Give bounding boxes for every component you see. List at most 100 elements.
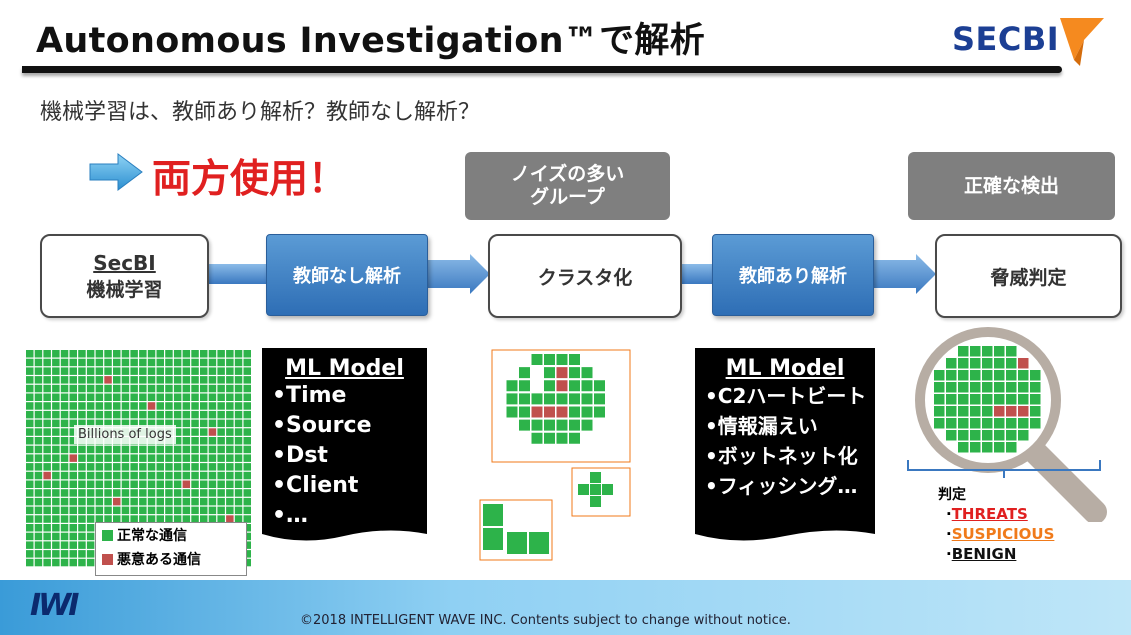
log-cell [60,350,69,358]
log-cell [113,463,121,471]
log-cell [226,376,234,384]
malicious-cluster-cell [556,406,568,418]
cluster-cell [569,367,580,379]
magnified-cell [958,358,969,369]
log-cell [191,445,199,454]
ml2-item-c2: •C2ハートビート [705,384,867,408]
log-cell [43,402,51,410]
log-cell [208,358,217,367]
log-cell [95,497,104,506]
log-cell [243,489,251,497]
log-cell [234,350,243,358]
log-cell [104,497,112,506]
log-cell [156,384,164,393]
log-cell [165,463,173,471]
log-cell [130,419,138,428]
cluster-cell [519,406,530,418]
magnified-cell [1006,442,1017,453]
log-cell [139,489,147,497]
log-cell [95,367,104,375]
log-cell [113,515,121,523]
log-cell [86,524,95,532]
log-cell [86,402,95,410]
log-cell [95,350,104,358]
log-cell [43,532,51,541]
log-cell [182,393,191,401]
log-cell [113,367,121,375]
log-cell [191,350,199,358]
cluster-cell [590,484,601,495]
cluster-frame-1 [491,349,631,463]
log-cell [60,376,69,384]
log-cell [156,515,164,523]
legend-normal-label: 正常な通信 [117,528,187,544]
log-cell [173,419,182,428]
log-cell [78,558,86,567]
log-cell [113,410,121,419]
log-cell [60,410,69,419]
legend-normal: 正常な通信 [96,523,246,547]
malicious-cluster-cell [556,367,568,379]
log-cell [208,384,217,393]
log-cell [208,402,217,410]
log-cell [234,384,243,393]
log-cell [86,558,95,567]
log-cell [243,524,251,532]
supervised-analysis-box: 教師あり解析 [712,234,874,316]
log-cell [165,384,173,393]
log-cell [104,515,112,523]
log-cell [78,541,86,549]
log-cell [226,480,234,488]
log-cell [200,454,208,462]
log-cell [234,454,243,462]
cluster-cell [556,432,568,444]
log-cell [34,489,43,497]
logo-flag-icon [1060,18,1104,66]
log-cell [60,419,69,428]
log-cell [217,393,225,401]
log-cell [182,497,191,506]
threat-judgement-box: 脅威判定 [935,234,1122,318]
log-cell [226,497,234,506]
log-cell [121,376,130,384]
log-cell [34,384,43,393]
magnified-cell [970,406,981,417]
magnified-cell [994,358,1005,369]
magnified-cell [958,430,969,441]
log-cell [26,558,34,567]
cluster-cell [578,484,589,495]
log-cell [217,515,225,523]
log-cell [104,471,112,480]
log-cell [156,393,164,401]
log-cell [78,402,86,410]
log-cell [156,480,164,488]
log-cell [243,480,251,488]
log-cell [156,419,164,428]
log-cell [95,506,104,515]
log-cell [60,463,69,471]
log-cell [234,393,243,401]
log-cell [26,358,34,367]
log-cell [52,410,60,419]
magnified-cell [970,430,981,441]
log-cell [104,402,112,410]
log-cell [217,471,225,480]
legend: 正常な通信 悪意ある通信 [95,522,247,576]
magnified-cell [934,406,945,417]
log-cell [78,480,86,488]
log-cell [34,437,43,445]
log-cell [52,402,60,410]
log-cell [95,454,104,462]
log-cell [139,506,147,515]
log-cell [191,402,199,410]
log-cell [182,428,191,436]
secbi-label: SecBI [93,250,156,275]
magnified-cell [1018,430,1029,441]
malicious-swatch [102,553,113,565]
log-cell [34,428,43,436]
log-cell [173,350,182,358]
log-cell [173,384,182,393]
billions-of-logs-label: Billions of logs [74,425,176,444]
malicious-magnified-cell [994,406,1005,417]
log-cell [173,471,182,480]
